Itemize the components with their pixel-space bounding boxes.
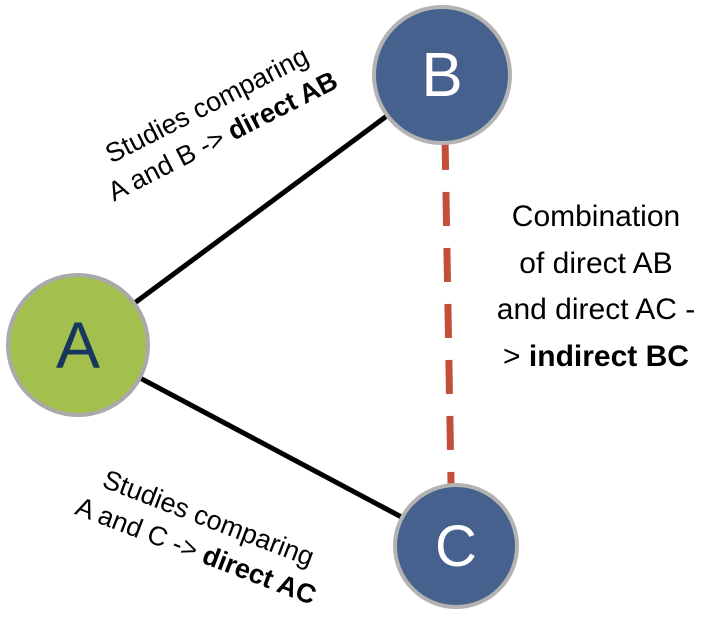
- edge-bc-annotation-text4: >: [503, 339, 529, 373]
- edge-bc-annotation-text3: and direct AC -: [496, 293, 696, 326]
- node-a-label: A: [55, 308, 101, 382]
- edge-bc-annotation-text1: Combination: [511, 200, 681, 233]
- node-b: B: [372, 5, 512, 145]
- edge-bc-annotation-line4: > indirect BC: [472, 334, 720, 381]
- edge-bc-annotation-line3: and direct AC -: [472, 287, 720, 334]
- node-c: C: [393, 483, 519, 609]
- edge-bc-annotation-text2: of direct AB: [519, 246, 673, 280]
- edge-bc-annotation-bold: indirect BC: [528, 339, 689, 373]
- edge-bc-annotation-line1: Combination: [472, 194, 720, 241]
- node-a: A: [6, 273, 150, 417]
- edge-ab-line: [76, 72, 444, 348]
- edge-bc-annotation-line2: of direct AB: [472, 241, 720, 288]
- node-c-label: C: [435, 513, 477, 579]
- edge-bc-annotation: Combination of direct AB and direct AC -…: [472, 194, 720, 380]
- node-b-label: B: [421, 40, 463, 110]
- edge-bc-dashed-line: [440, 79, 456, 541]
